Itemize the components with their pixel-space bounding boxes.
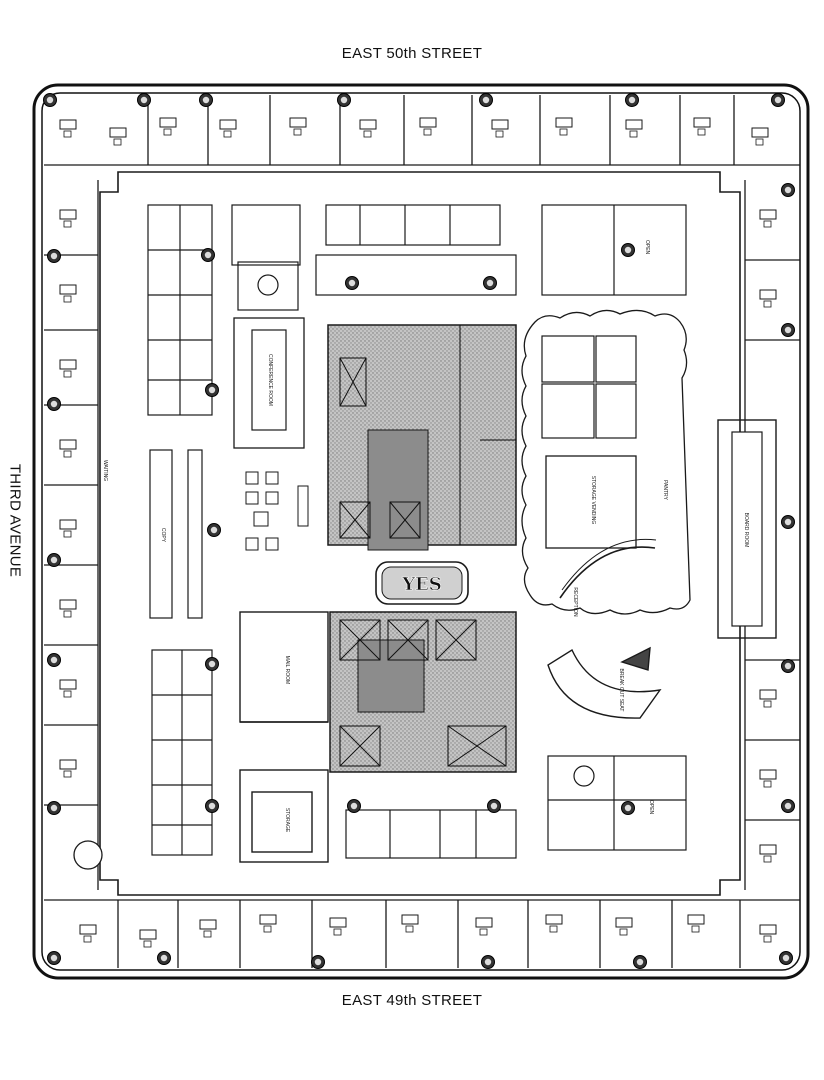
break-out-label: BREAK OUT SEAT (618, 669, 624, 712)
storage-vending-label: STORAGE VENDING (590, 476, 596, 525)
open-label-south: OPEN (648, 800, 654, 815)
north-desks (59, 117, 769, 146)
board-room-label: BOARD ROOM (743, 513, 749, 548)
south-interior-offices (345, 755, 687, 859)
lounge-seating (245, 471, 309, 551)
corridor-ring (99, 171, 741, 896)
street-label-south: EAST 49th STREET (341, 992, 483, 1009)
board-room: BOARD ROOM (717, 419, 777, 639)
pantry-label: PANTRY (662, 480, 668, 500)
west-workstations (147, 204, 213, 856)
core-sign-text: YES (401, 574, 442, 595)
south-offices (44, 899, 800, 968)
mail-storage (239, 611, 329, 863)
copy-area: COPY (149, 449, 203, 619)
pantry-area: STORAGE VENDING PANTRY RECEPTION (521, 309, 691, 617)
break-out-seat: BREAK OUT SEAT (547, 646, 662, 719)
reception-label: RECEPTION (572, 587, 578, 617)
waiting-label: WAITING (102, 460, 108, 481)
storage-label: STORAGE (284, 808, 290, 833)
conference-label: CONFERENCE ROOM (267, 354, 273, 406)
mail-room-label: MAIL ROOM (284, 656, 290, 684)
open-labels: OPEN OPEN WAITING (102, 240, 654, 815)
building-outline (32, 83, 810, 980)
north-interior-offices (231, 204, 687, 311)
building-core: YES (327, 324, 517, 773)
street-label-north: EAST 50th STREET (341, 45, 483, 62)
copy-label: COPY (160, 528, 166, 543)
north-offices (44, 95, 800, 166)
conference-room: CONFERENCE ROOM (233, 317, 305, 449)
open-label-north: OPEN (644, 240, 650, 255)
west-desks (59, 209, 103, 870)
